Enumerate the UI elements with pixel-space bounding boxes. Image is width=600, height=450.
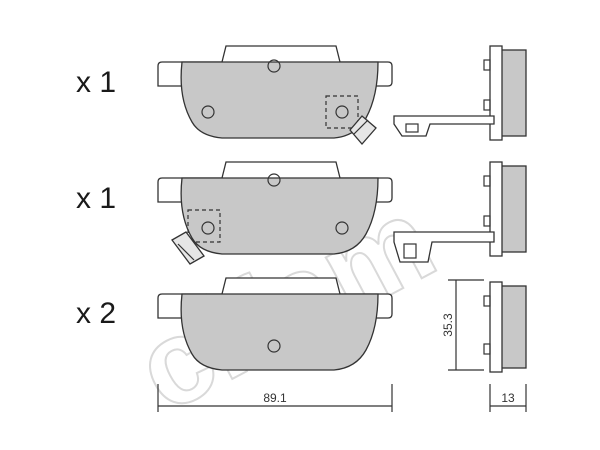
brake-pad-front-view-3 <box>157 277 393 371</box>
brake-pad-side-view-2 <box>393 161 527 263</box>
quantity-label-row-1: x 1 <box>76 66 116 99</box>
dimension-width-label: 89.1 <box>263 391 287 405</box>
brake-pad-front-view-2 <box>157 161 393 265</box>
brake-pad-side-view-3 <box>483 281 527 373</box>
brake-pad-front-view-1 <box>157 45 393 145</box>
brake-pad-side-view-1 <box>393 45 527 141</box>
quantity-label-row-2: x 1 <box>76 182 116 215</box>
dimension-width: 89.1 <box>157 384 393 412</box>
dimension-height: 35.3 <box>441 279 484 371</box>
dimension-thickness: 13 <box>489 384 527 412</box>
dimension-thickness-label: 13 <box>501 391 515 405</box>
quantity-label-row-3: x 2 <box>76 297 116 330</box>
dimension-height-label: 35.3 <box>441 313 455 337</box>
